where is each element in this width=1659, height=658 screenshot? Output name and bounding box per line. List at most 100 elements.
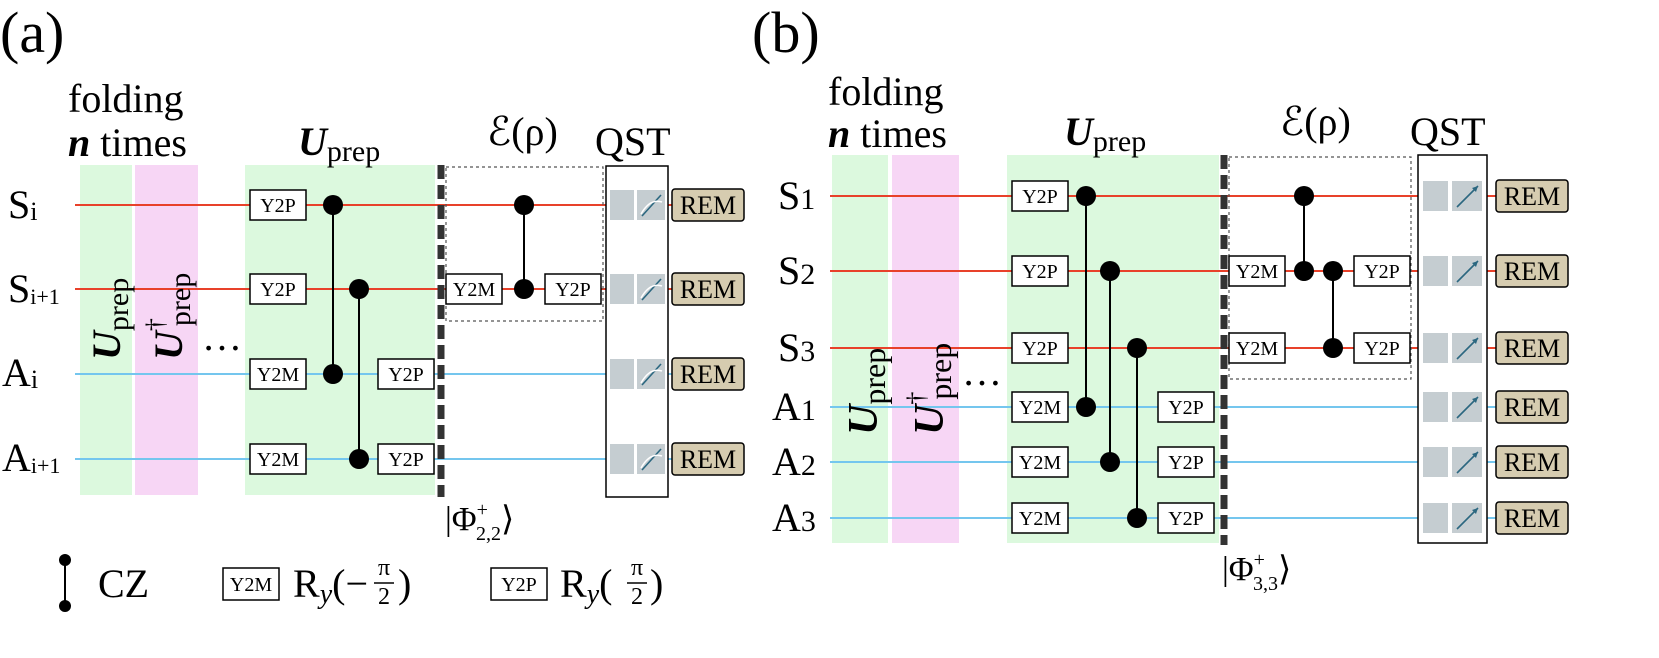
- measure-icon: [1423, 503, 1482, 533]
- svg-text:REM: REM: [680, 360, 736, 389]
- cz-dot: [1076, 186, 1096, 206]
- channel-title-a: ℰ(ρ): [487, 109, 558, 154]
- panel-b: Uprep U†prep … (b) folding n times Uprep…: [752, 0, 1569, 595]
- gate-y2m: Y2M: [1228, 332, 1286, 364]
- qubit-label-a-1: A1: [772, 384, 816, 429]
- svg-text:Y2M: Y2M: [257, 364, 299, 386]
- qubit-label-s-3: S3: [778, 325, 815, 370]
- cz-dot: [1323, 338, 1343, 358]
- vertical-uprep-label-b: Uprep: [841, 348, 892, 435]
- svg-text:Y2P: Y2P: [1364, 261, 1400, 283]
- svg-text:Y2M: Y2M: [453, 279, 495, 301]
- rem-box: REM: [671, 188, 745, 222]
- svg-text:Y2P: Y2P: [1022, 186, 1058, 208]
- rem-box: REM: [1495, 445, 1569, 479]
- cz-dot: [1127, 338, 1147, 358]
- legend: CZ Y2M Ry(− π 2 ) Y2P Ry( π 2 ): [59, 554, 663, 612]
- qubit-label-a-i1: Ai+1: [2, 435, 60, 480]
- gate-y2m: Y2M: [1011, 446, 1069, 478]
- qubit-label-a-i: Ai: [2, 350, 38, 395]
- qubit-label-s-2: S2: [778, 248, 815, 293]
- svg-text:REM: REM: [1504, 334, 1560, 363]
- svg-text:Y2M: Y2M: [1236, 338, 1278, 360]
- cz-dot: [1100, 261, 1120, 281]
- svg-text:Y2P: Y2P: [1168, 452, 1204, 474]
- gate-y2m: Y2M: [1228, 255, 1286, 287]
- folding-label-b: folding: [828, 69, 944, 114]
- gate-y2p: Y2P: [377, 443, 435, 475]
- panel-label-b: (b): [752, 0, 820, 65]
- legend-y2p-desc: Ry(: [560, 561, 612, 610]
- gate-y2p: Y2P: [1157, 391, 1215, 423]
- cz-dot: [349, 449, 369, 469]
- gate-y2p: Y2P: [377, 358, 435, 390]
- gate-y2m: Y2M: [249, 358, 307, 390]
- rem-box: REM: [671, 272, 745, 306]
- svg-text:REM: REM: [1504, 257, 1560, 286]
- svg-text:REM: REM: [1504, 448, 1560, 477]
- rem-box: REM: [1495, 501, 1569, 535]
- measure-icon: [610, 359, 665, 389]
- qst-title-a: QST: [595, 119, 671, 164]
- svg-text:REM: REM: [1504, 504, 1560, 533]
- ellipsis-b: …: [962, 349, 1002, 394]
- gate-y2p: Y2P: [249, 273, 307, 305]
- panel-label-a: (a): [0, 0, 64, 65]
- legend-y2m-box: Y2M: [222, 567, 280, 601]
- measure-icon: [610, 444, 665, 474]
- svg-text:REM: REM: [1504, 182, 1560, 211]
- legend-y2m-desc: Ry(−: [293, 561, 368, 610]
- rem-box: REM: [671, 357, 745, 391]
- qubit-label-a-3: A3: [772, 495, 816, 540]
- panel-a: Uprep U†prep … (a) folding n times Uprep…: [0, 0, 745, 545]
- vertical-uprep-label-a: Uprep: [84, 278, 135, 360]
- qubit-label-a-2: A2: [772, 439, 816, 484]
- uprep-title-a: Uprep: [298, 119, 380, 168]
- state-label-b: |Φ+3,3⟩: [1222, 549, 1291, 595]
- svg-text:Y2P: Y2P: [1168, 397, 1204, 419]
- measure-icon: [610, 190, 665, 220]
- times-label-b: n times: [828, 111, 947, 156]
- gate-y2p: Y2P: [1157, 502, 1215, 534]
- measure-icon: [1423, 181, 1482, 211]
- folding-label-a: folding: [68, 76, 184, 121]
- gate-y2p: Y2P: [1011, 255, 1069, 287]
- svg-text:REM: REM: [680, 191, 736, 220]
- svg-text:REM: REM: [680, 445, 736, 474]
- gate-y2p: Y2P: [544, 273, 602, 305]
- svg-text:Y2P: Y2P: [388, 364, 424, 386]
- svg-text:Y2P: Y2P: [388, 449, 424, 471]
- state-label-a: |Φ+2,2⟩: [445, 499, 514, 545]
- svg-text:Y2P: Y2P: [260, 195, 296, 217]
- cz-dot: [514, 195, 534, 215]
- svg-text:Y2M: Y2M: [230, 574, 272, 596]
- cz-dot: [1076, 397, 1096, 417]
- svg-text:Y2P: Y2P: [1168, 508, 1204, 530]
- cz-dot: [323, 364, 343, 384]
- gate-y2m: Y2M: [249, 443, 307, 475]
- legend-y2p-frac-num: π: [631, 555, 643, 581]
- fold-uprep-block-a: [80, 165, 132, 495]
- svg-text:REM: REM: [680, 275, 736, 304]
- legend-y2p-box: Y2P: [490, 567, 548, 601]
- svg-text:Y2P: Y2P: [260, 279, 296, 301]
- measure-icon: [610, 274, 665, 304]
- rem-box: REM: [671, 442, 745, 476]
- legend-y2p-close: ): [650, 561, 663, 606]
- legend-cz-symbol: [59, 554, 71, 612]
- svg-text:Y2M: Y2M: [257, 449, 299, 471]
- gate-y2p: Y2P: [1011, 332, 1069, 364]
- cz-dot: [1294, 186, 1314, 206]
- gate-y2p: Y2P: [1353, 255, 1411, 287]
- measure-icon: [1423, 447, 1482, 477]
- gate-y2p: Y2P: [249, 189, 307, 221]
- qubit-label-s-i1: Si+1: [8, 266, 60, 311]
- measure-icon: [1423, 392, 1482, 422]
- qubit-label-s-i: Si: [8, 182, 37, 227]
- gate-y2m: Y2M: [1011, 502, 1069, 534]
- cz-dot: [1127, 508, 1147, 528]
- gate-y2p: Y2P: [1353, 332, 1411, 364]
- channel-title-b: ℰ(ρ): [1280, 99, 1351, 144]
- svg-text:Y2P: Y2P: [1364, 338, 1400, 360]
